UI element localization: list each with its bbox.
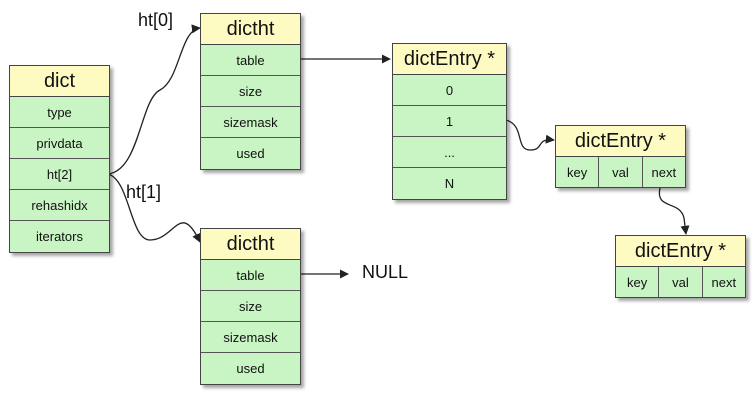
ht1-dictht: dictht table size sizemask used	[200, 228, 301, 385]
entry2-field-key: key	[616, 267, 660, 297]
table-array-title: dictEntry *	[393, 44, 506, 75]
ht1-field-used: used	[201, 353, 300, 383]
ht0-pointer-arrow	[107, 24, 201, 175]
entry2-field-next: next	[702, 267, 745, 297]
ht0-field-table: table	[201, 45, 300, 76]
entry1-field-next: next	[642, 157, 685, 187]
table-slot-0: 0	[393, 75, 506, 106]
ht0-field-sizemask: sizemask	[201, 107, 300, 138]
ht0-field-used: used	[201, 138, 300, 168]
table-array: dictEntry * 0 1 ... N	[392, 43, 507, 200]
slot1-pointer-arrow	[505, 119, 555, 151]
ht1-field-table: table	[201, 260, 300, 291]
entry2-field-val: val	[659, 267, 703, 297]
ht0-title: dictht	[201, 14, 300, 45]
ht1-label: ht[1]	[126, 182, 162, 202]
table-slot-1: 1	[393, 106, 506, 137]
dict-entry-1: dictEntry * key val next	[555, 125, 686, 188]
entry1-fields: key val next	[556, 157, 685, 187]
entry2-title: dictEntry *	[616, 236, 745, 267]
dict-title: dict	[10, 66, 109, 97]
ht0-dictht: dictht table size sizemask used	[200, 13, 301, 170]
ht1-field-size: size	[201, 291, 300, 322]
dict-field-ht: ht[2]	[10, 159, 109, 190]
next-pointer-arrow	[658, 187, 690, 235]
ht0-field-size: size	[201, 76, 300, 107]
entry2-fields: key val next	[616, 267, 745, 297]
dict-entry-2: dictEntry * key val next	[615, 235, 746, 298]
ht1-pointer-arrow	[107, 173, 201, 243]
ht1-title: dictht	[201, 229, 300, 260]
entry1-field-key: key	[556, 157, 600, 187]
null-label: NULL	[362, 262, 409, 282]
dict-field-privdata: privdata	[10, 128, 109, 159]
table-slot-ellipsis: ...	[393, 137, 506, 168]
entry1-title: dictEntry *	[556, 126, 685, 157]
dict-field-rehashidx: rehashidx	[10, 190, 109, 221]
ht0-label: ht[0]	[138, 10, 174, 30]
table-slot-n: N	[393, 168, 506, 198]
dict-struct: dict type privdata ht[2] rehashidx itera…	[9, 65, 110, 253]
entry1-field-val: val	[599, 157, 643, 187]
dict-field-type: type	[10, 97, 109, 128]
dict-field-iterators: iterators	[10, 221, 109, 251]
ht1-field-sizemask: sizemask	[201, 322, 300, 353]
